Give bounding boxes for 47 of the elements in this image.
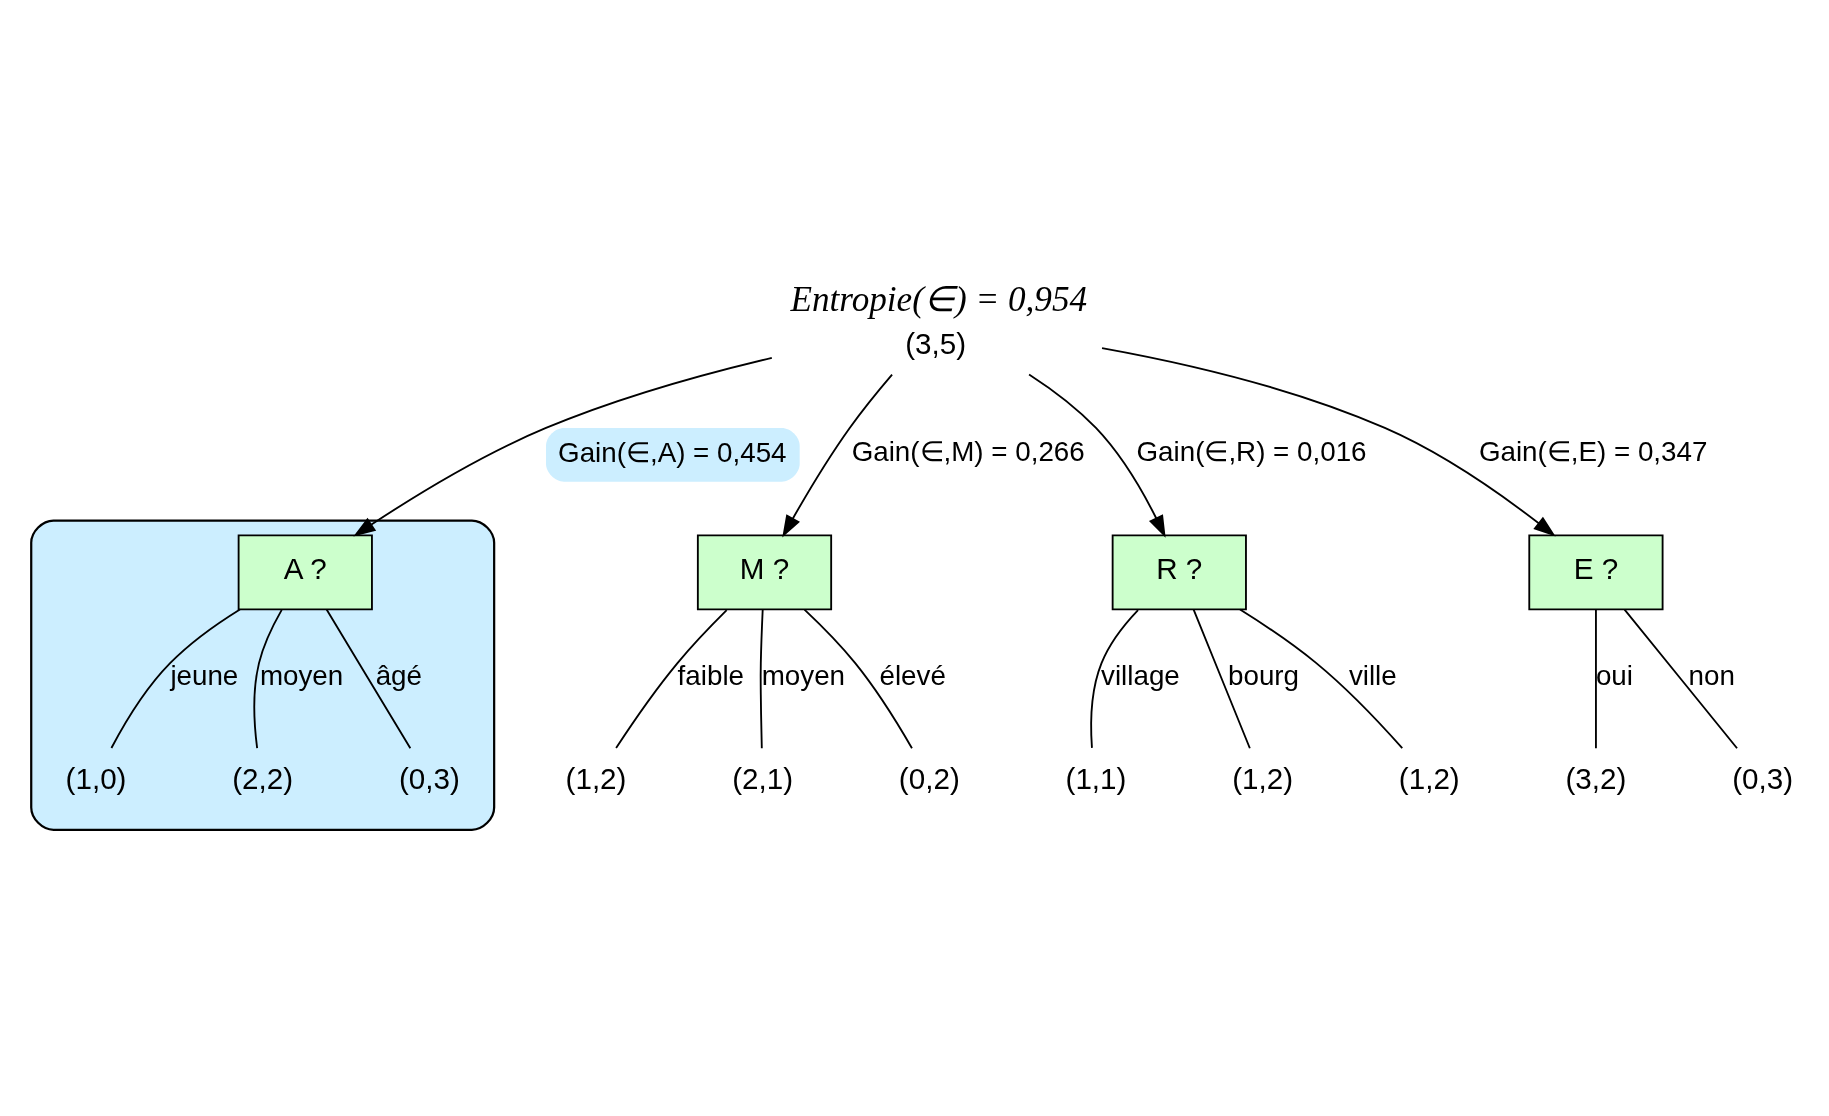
arrow — [1101, 346, 1556, 537]
edge-label: Gain(∈,A) = 0,454 — [558, 436, 787, 468]
edge-label: moyen — [259, 659, 344, 691]
connector — [1623, 608, 1738, 749]
node-text: (0,3) — [1732, 761, 1794, 795]
node-box: A ? — [237, 533, 373, 610]
node-text: (1,2) — [1232, 761, 1294, 795]
connector — [253, 608, 283, 749]
edge-label: Gain(∈,M) = 0,266 — [851, 435, 1085, 467]
edge-label: faible — [677, 659, 744, 691]
node-text: (0,2) — [898, 761, 960, 795]
edge-label: Gain(∈,E) = 0,347 — [1478, 435, 1708, 467]
node-text: (1,0) — [65, 761, 127, 795]
arrow — [782, 373, 893, 537]
connector — [759, 608, 764, 749]
connector — [1090, 608, 1139, 749]
connector — [615, 608, 728, 749]
node-text: (3,2) — [1565, 761, 1627, 795]
node-text: (1,2) — [1398, 761, 1460, 795]
connector — [110, 608, 241, 749]
node-box: M ? — [696, 533, 833, 610]
edge-label: bourg — [1228, 659, 1300, 691]
arrow — [1028, 373, 1166, 538]
edge-label: non — [1688, 659, 1735, 691]
edge-label: Gain(∈,R) = 0,016 — [1136, 435, 1367, 467]
edge-label: âgé — [375, 659, 422, 691]
connector — [1192, 608, 1251, 749]
connector — [1595, 608, 1597, 749]
edge-label: ville — [1348, 659, 1397, 691]
arrow — [353, 356, 773, 537]
node-text: (0,3) — [398, 761, 460, 795]
node-label: Entropie(∈) = 0,954 — [790, 279, 1088, 319]
edge-label: jeune — [170, 659, 239, 691]
edge-label: oui — [1595, 659, 1633, 691]
edge-label: village — [1101, 659, 1180, 691]
node-text: (1,2) — [565, 761, 627, 795]
edge-label: moyen — [761, 659, 846, 691]
node-text: (1,1) — [1065, 761, 1127, 795]
connector — [803, 608, 913, 749]
node-box: R ? — [1111, 533, 1247, 610]
connector — [1239, 608, 1404, 749]
node-text: (3,5) — [905, 326, 967, 360]
node-box: E ? — [1528, 533, 1664, 610]
connector — [325, 608, 412, 749]
node-text: (2,1) — [732, 761, 794, 795]
edge-label: élevé — [879, 659, 946, 691]
node-text: (2,2) — [232, 761, 294, 795]
